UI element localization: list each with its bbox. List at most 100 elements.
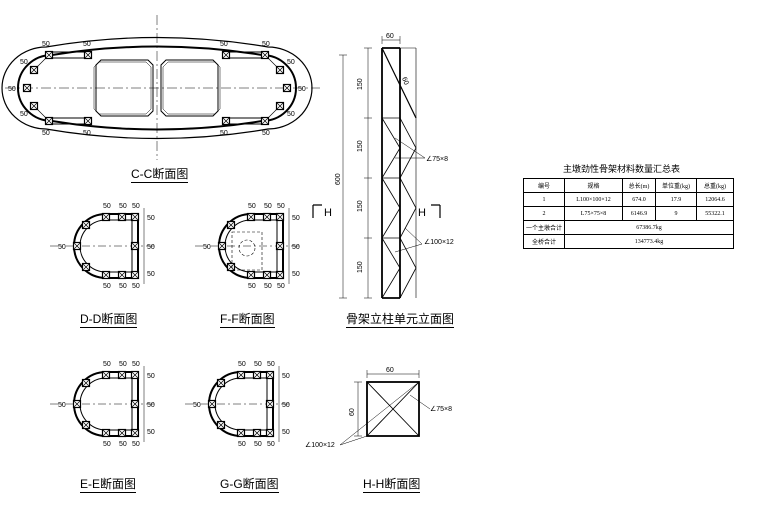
section-dim: 50 [277,203,285,210]
section-dim: 50 [292,244,300,251]
elev-label-l100: ∠100×12 [424,238,454,246]
section-dim: 50 [132,283,140,290]
title-ff: F-F断面图 [220,312,275,328]
table-row: 2 L75×75×8 6146.9 9 55322.1 [523,206,734,221]
steel-node [252,370,262,380]
table-cell: 12064.6 [696,192,734,207]
cc-dim: 50 [220,41,228,48]
cc-dim: 50 [262,130,270,137]
cc-dim: 50 [262,41,270,48]
steel-node [265,428,275,438]
cc-dim: 50 [287,59,295,66]
cc-dim: 50 [8,86,16,93]
hh-dim-width: 60 [386,367,394,374]
section-dim: 50 [264,203,272,210]
steel-node [262,270,272,280]
steel-node [275,212,285,222]
steel-node [216,420,226,430]
table-cell: 134773.4kg [564,234,734,249]
steel-node [81,262,91,272]
table-header: 编号 [523,178,565,193]
quantity-table: 编号 规格 总长(m) 单位重(kg) 总重(kg) 1 L100×100×12… [523,178,734,249]
elev-dim-diag: 60 [400,76,409,86]
section-dim: 50 [282,402,290,409]
section-dim: 50 [292,215,300,222]
section-dim: 50 [248,283,256,290]
section-dim: 50 [238,441,246,448]
table-cell: 6146.9 [622,206,656,221]
section-dim: 50 [132,361,140,368]
section-dim: 50 [238,361,246,368]
section-dim: 50 [254,361,262,368]
steel-node [265,399,275,409]
section-dim: 50 [58,244,66,251]
steel-node [130,428,140,438]
steel-node [81,420,91,430]
table-row: 1 L100×100×12 674.0 17.9 12064.6 [523,192,734,207]
table-row-bridge-total: 全桥合计 134773.4kg [523,234,734,249]
table-cell: 55322.1 [696,206,734,221]
steel-node [81,378,91,388]
cc-dim: 50 [20,111,28,118]
table-header-row: 编号 规格 总长(m) 单位重(kg) 总重(kg) [523,178,734,193]
hh-label-l100: ∠100×12 [305,441,335,449]
section-dim: 50 [193,402,201,409]
section-dim: 50 [282,429,290,436]
steel-node [130,399,140,409]
title-cc: C-C断面图 [131,167,189,183]
table-cell: 1 [523,192,565,207]
steel-node [246,270,256,280]
table-title: 主墩劲性骨架材料数量汇总表 [563,164,681,174]
section-dim: 50 [267,361,275,368]
steel-node [217,241,227,251]
steel-node [262,212,272,222]
steel-node [236,370,246,380]
steel-node [81,220,91,230]
steel-node [226,262,236,272]
cut-mark-right: H [418,207,426,219]
steel-node [101,270,111,280]
steel-node [216,378,226,388]
steel-node [226,220,236,230]
cc-dim: 50 [287,111,295,118]
table-cell: 674.0 [622,192,656,207]
steel-node [130,370,140,380]
table-cell: 全桥合计 [523,234,565,249]
elevation-view [312,36,441,299]
table-cell: 2 [523,206,565,221]
cut-mark-left: H [324,207,332,219]
hh-label-l75: ∠75×8 [430,405,452,413]
section-dim: 50 [119,361,127,368]
table-cell: 9 [655,206,697,221]
cc-dim: 50 [42,41,50,48]
steel-node [265,370,275,380]
table-cell: L100×100×12 [564,192,623,207]
cc-dim: 50 [42,130,50,137]
table-cell: 17.9 [655,192,697,207]
table-row-pier-total: 一个主墩合计 67386.7kg [523,220,734,235]
section-dim: 50 [119,283,127,290]
section-dim: 50 [103,283,111,290]
title-elevation: 骨架立柱单元立面图 [346,312,455,328]
cc-dim: 50 [298,86,306,93]
steel-node [101,428,111,438]
steel-node [252,428,262,438]
section-hh [339,370,431,446]
elev-label-l75: ∠75×8 [426,155,448,163]
steel-node [72,241,82,251]
section-dim: 50 [282,373,290,380]
section-dim: 50 [103,361,111,368]
section-dim: 50 [103,441,111,448]
title-dd: D-D断面图 [80,312,138,328]
section-dim: 50 [254,441,262,448]
title-hh: H-H断面图 [363,477,421,493]
section-dim: 50 [132,203,140,210]
steel-node [101,212,111,222]
steel-node [101,370,111,380]
steel-node [275,270,285,280]
table-cell: L75×75×8 [564,206,623,221]
section-dim: 50 [119,203,127,210]
